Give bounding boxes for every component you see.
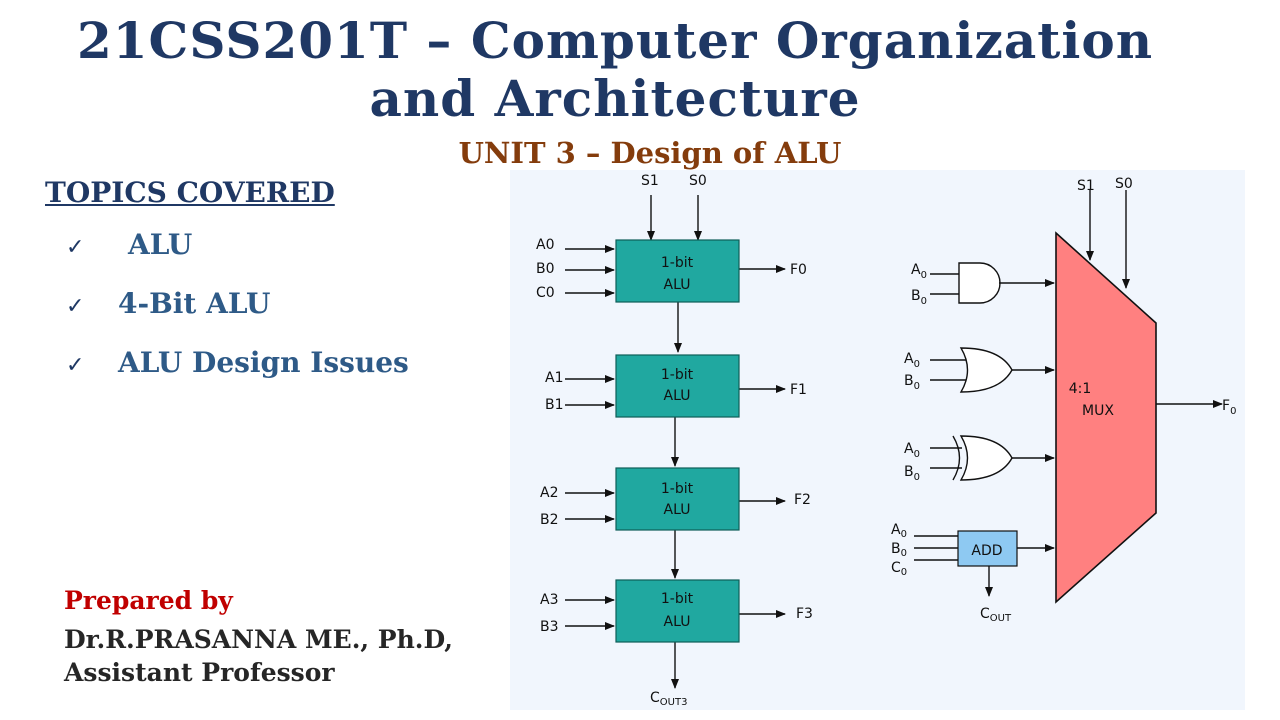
- alu-block-label: 1-bit: [661, 255, 694, 271]
- xor-gate-extra-curve: [952, 435, 961, 481]
- alu-diagram: S1 S0 A0 B0 C0 A1 B1 A2 B2 A3 B3 F0 F1 F…: [510, 170, 1245, 710]
- slide-title-line-2: and Architecture: [369, 69, 861, 128]
- alu-block-label: 1-bit: [661, 591, 694, 607]
- check-icon: ✓: [66, 235, 85, 260]
- alu-block-0: [615, 239, 740, 303]
- alu-diagram-svg: S1 S0 A0 B0 C0 A1 B1 A2 B2 A3 B3 F0 F1 F…: [510, 170, 1245, 710]
- carry-out-label: COUT3: [650, 690, 687, 708]
- topic-item: ✓ ALU Design Issues: [66, 346, 409, 379]
- input-label: A0: [536, 237, 554, 253]
- and-gate-icon: [958, 262, 1001, 304]
- alu-block-label: ALU: [664, 388, 691, 404]
- alu-block-label: ALU: [664, 502, 691, 518]
- adder-block: [957, 530, 1018, 567]
- or-gate-icon: [959, 347, 1013, 393]
- adder-carry-out-label: COUT: [980, 606, 1012, 624]
- alu-block-3: [615, 579, 740, 643]
- gate-input-label: A0: [904, 441, 920, 460]
- gate-input-label: B0: [911, 288, 927, 307]
- alu-block-texts: 1-bit ALU 1-bit ALU 1-bit ALU 1-bit ALU: [661, 255, 694, 630]
- slide-title-line-1: 21CSS201T – Computer Organization: [76, 11, 1154, 70]
- adder-label: ADD: [971, 543, 1002, 559]
- output-label: F0: [790, 262, 807, 278]
- mux-alu: [914, 190, 1223, 597]
- input-label: B2: [540, 512, 559, 528]
- topics-heading: TOPICS COVERED: [45, 176, 335, 209]
- input-label: B1: [545, 397, 564, 413]
- output-label: F2: [794, 492, 811, 508]
- output-label: F1: [790, 382, 807, 398]
- ripple-alu: [565, 195, 786, 689]
- adder-input-label: C0: [891, 560, 907, 578]
- alu-block-label: ALU: [664, 614, 691, 630]
- gate-input-label: A0: [911, 262, 927, 281]
- xor-gate-icon: [959, 435, 1013, 481]
- adder-input-label: A0: [891, 522, 907, 540]
- alu-block-label: ALU: [664, 277, 691, 293]
- input-label: A2: [540, 485, 558, 501]
- prepared-by-label: Prepared by: [64, 586, 233, 615]
- output-label: F3: [796, 606, 813, 622]
- gate-input-label: B0: [904, 464, 920, 483]
- mux-output-label: F0: [1222, 398, 1236, 417]
- mux-block: [1055, 231, 1157, 604]
- gate-input-label: B0: [904, 373, 920, 392]
- alu-block-2: [615, 467, 740, 531]
- input-label: C0: [536, 285, 555, 301]
- ripple-alu-blocks: [615, 239, 740, 643]
- topic-label: ALU Design Issues: [118, 346, 409, 379]
- alu-block-1: [615, 354, 740, 418]
- author-role: Assistant Professor: [64, 658, 335, 687]
- select-label-s1: S1: [1077, 178, 1095, 194]
- topic-label: ALU: [128, 228, 193, 261]
- mux-label: MUX: [1082, 403, 1114, 419]
- check-icon: ✓: [66, 294, 85, 319]
- input-label: B0: [536, 261, 555, 277]
- check-icon: ✓: [66, 353, 85, 378]
- topic-label: 4-Bit ALU: [118, 287, 271, 320]
- select-label-s0: S0: [689, 173, 707, 189]
- adder-input-label: B0: [891, 541, 907, 559]
- input-label: B3: [540, 619, 559, 635]
- alu-block-label: 1-bit: [661, 481, 694, 497]
- mux-alu-labels: S1 S0 4:1 MUX ADD F0 COUT A0 B0 A0 B0 A0…: [891, 176, 1236, 624]
- select-label-s0: S0: [1115, 176, 1133, 192]
- alu-block-label: 1-bit: [661, 367, 694, 383]
- mux-label: 4:1: [1069, 381, 1092, 397]
- author-name: Dr.R.PRASANNA ME., Ph.D,: [64, 625, 453, 654]
- topic-item: ✓ ALU: [66, 228, 192, 261]
- gate-input-label: A0: [904, 351, 920, 370]
- select-label-s1: S1: [641, 173, 659, 189]
- ripple-alu-labels: S1 S0 A0 B0 C0 A1 B1 A2 B2 A3 B3 F0 F1 F…: [536, 173, 813, 708]
- unit-subtitle: UNIT 3 – Design of ALU: [458, 136, 842, 170]
- input-label: A3: [540, 592, 558, 608]
- topic-item: ✓ 4-Bit ALU: [66, 287, 270, 320]
- input-label: A1: [545, 370, 563, 386]
